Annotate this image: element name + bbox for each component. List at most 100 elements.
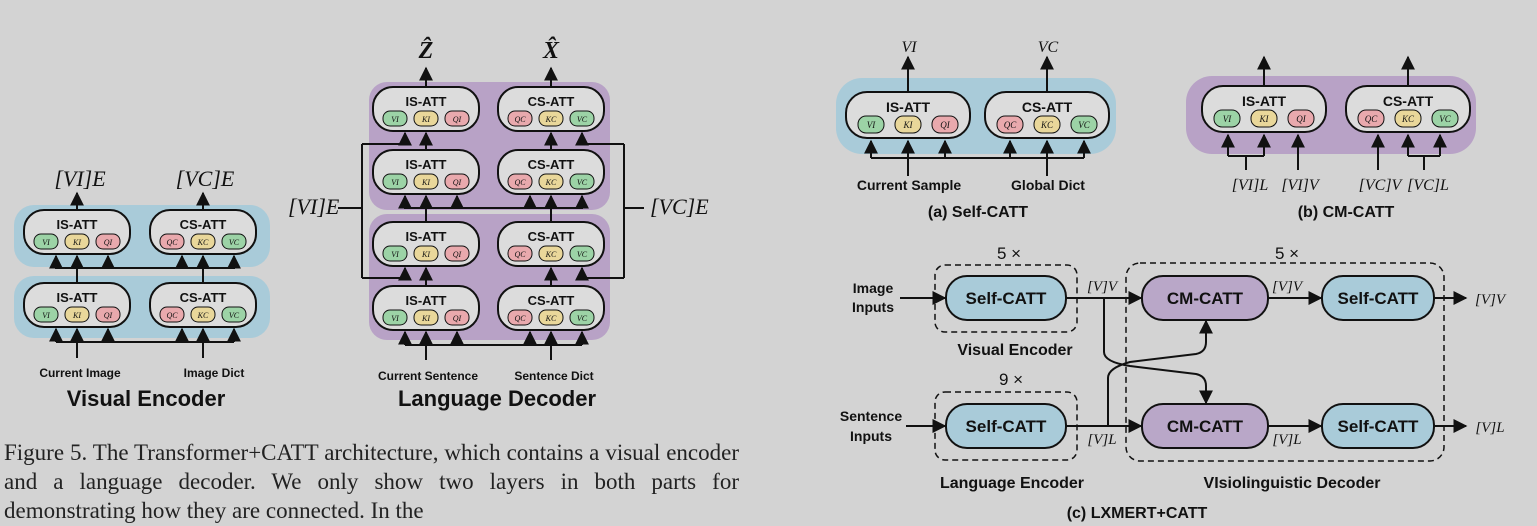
figure-caption: Figure 5. The Transformer+CATT architect… (4, 440, 739, 523)
input-label-image-dict: Image Dict (184, 366, 245, 380)
cm-catt-panel: IS-ATT VI KI QI CS-ATT QC KC VC [VI]L (1186, 55, 1476, 221)
lxmert-panel: Self-CATT Self-CATT CM-CATT CM-CATT Self… (840, 244, 1507, 522)
is-att-module: IS-ATT VI KI QI (23, 209, 131, 255)
svg-text:CM-CATT: CM-CATT (1167, 289, 1244, 308)
svg-text:Self-CATT: Self-CATT (966, 289, 1048, 308)
module-label: IS-ATT (57, 290, 98, 305)
svg-text:KC: KC (545, 115, 557, 124)
language-decoder-title: Language Decoder (398, 386, 596, 411)
token-label: KC (197, 238, 209, 247)
input-label-current-sentence: Current Sentence (378, 369, 478, 383)
svg-text:KC: KC (1401, 114, 1415, 124)
svg-text:QI: QI (453, 250, 462, 259)
cs-att-module: CS-ATT QC KC VC (1345, 85, 1471, 133)
is-att-module: IS-ATT VI KI QI (372, 285, 480, 331)
module-label: CS-ATT (180, 217, 227, 232)
svg-text:VI: VI (391, 178, 399, 187)
svg-text:QC: QC (1004, 120, 1017, 130)
svg-text:QI: QI (453, 115, 462, 124)
caption-self-catt: (a) Self-CATT (928, 204, 1028, 221)
visual-encoder-label: Visual Encoder (957, 342, 1072, 359)
svg-text:VC: VC (577, 314, 588, 323)
svg-text:Inputs: Inputs (852, 299, 894, 315)
cs-att-module: CS-ATT QC KC VC (497, 221, 605, 267)
input-label-vi-l: [VI]L (1232, 177, 1269, 194)
input-label-current-image: Current Image (39, 366, 121, 380)
decoder-connections (338, 66, 644, 360)
cs-att-module: CS-ATT QC KC VC (497, 86, 605, 132)
input-label-vc-v: [VC]V (1359, 177, 1404, 194)
svg-text:QI: QI (453, 178, 462, 187)
svg-text:VC: VC (577, 250, 588, 259)
is-att-module: IS-ATT VI KI QI (1201, 85, 1327, 133)
svg-text:CS-ATT: CS-ATT (1383, 93, 1434, 109)
input-label-vc-l: [VC]L (1407, 177, 1449, 194)
svg-text:CS-ATT: CS-ATT (528, 229, 575, 244)
svg-text:VC: VC (577, 178, 588, 187)
caption-lxmert: (c) LXMERT+CATT (1067, 505, 1208, 522)
cs-att-module: CS-ATT QC KC VC (497, 149, 605, 195)
input-label-current-sample: Current Sample (857, 177, 961, 193)
svg-text:CS-ATT: CS-ATT (528, 293, 575, 308)
svg-text:IS-ATT: IS-ATT (1242, 93, 1287, 109)
svg-text:VC: VC (577, 115, 588, 124)
svg-text:VC: VC (1439, 114, 1451, 124)
svg-text:QI: QI (1296, 114, 1306, 124)
svg-text:KI: KI (421, 115, 430, 124)
visual-encoder: IS-ATT VI KI QI CS-ATT QC KC VC IS-ATT V… (14, 166, 270, 411)
svg-text:QI: QI (940, 120, 950, 130)
is-att-module: IS-ATT VI KI QI (845, 91, 971, 139)
cs-att-module: CS-ATT QC KC VC (149, 209, 257, 255)
is-att-module: IS-ATT VI KI QI (372, 221, 480, 267)
svg-text:VI: VI (867, 120, 876, 130)
visual-encoder-title: Visual Encoder (67, 386, 226, 411)
side-label-vc-e: [VC]E (650, 194, 709, 219)
self-catt-panel: IS-ATT VI KI QI CS-ATT QC KC VC VI VC Cu… (836, 39, 1116, 221)
output-label-v-l: [V]L (1475, 420, 1504, 436)
visiolinguistic-decoder-label: VIsiolinguistic Decoder (1204, 475, 1381, 492)
svg-text:QC: QC (514, 178, 526, 187)
cs-att-module: CS-ATT QC KC VC (149, 282, 257, 328)
output-label-vc: VC (1038, 39, 1059, 56)
is-att-module: IS-ATT VI KI QI (372, 86, 480, 132)
svg-text:CS-ATT: CS-ATT (528, 157, 575, 172)
repeat-label-decoder: 5 × (1275, 244, 1299, 263)
is-att-module: IS-ATT VI KI QI (23, 282, 131, 328)
caption-cm-catt: (b) CM-CATT (1298, 204, 1395, 221)
svg-text:VI: VI (391, 314, 399, 323)
svg-text:CS-ATT: CS-ATT (528, 94, 575, 109)
input-label-vi-v: [VI]V (1281, 177, 1321, 194)
token-label: QC (166, 311, 178, 320)
svg-text:VI: VI (1223, 114, 1232, 124)
svg-text:KI: KI (421, 178, 430, 187)
encoder-connections (49, 191, 241, 358)
token-label: QC (166, 238, 178, 247)
lxmert-connections (900, 291, 1468, 433)
token-label: VC (229, 311, 240, 320)
svg-text:KI: KI (421, 314, 430, 323)
token-label: KI (72, 238, 81, 247)
svg-text:Self-CATT: Self-CATT (966, 417, 1048, 436)
token-label: QI (104, 311, 113, 320)
input-label-sentence-dict: Sentence Dict (514, 369, 593, 383)
svg-text:Self-CATT: Self-CATT (1338, 289, 1420, 308)
svg-text:IS-ATT: IS-ATT (406, 293, 447, 308)
image-inputs-label: Image (853, 280, 894, 296)
module-label: CS-ATT (180, 290, 227, 305)
edge-label-v-v: [V]V (1087, 279, 1119, 295)
repeat-label-visual: 5 × (997, 244, 1021, 263)
output-label-x-hat: X̂ (542, 37, 560, 64)
output-label-vi-e: [VI]E (54, 166, 106, 191)
token-label: VI (42, 238, 50, 247)
token-label: VI (42, 311, 50, 320)
language-encoder-label: Language Encoder (940, 475, 1084, 492)
svg-text:KC: KC (545, 250, 557, 259)
svg-text:QC: QC (514, 314, 526, 323)
is-att-module: IS-ATT VI KI QI (372, 149, 480, 195)
svg-text:KC: KC (545, 178, 557, 187)
svg-text:QC: QC (514, 250, 526, 259)
svg-text:CS-ATT: CS-ATT (1022, 99, 1073, 115)
sentence-inputs-label: Sentence (840, 408, 902, 424)
svg-text:Self-CATT: Self-CATT (1338, 417, 1420, 436)
